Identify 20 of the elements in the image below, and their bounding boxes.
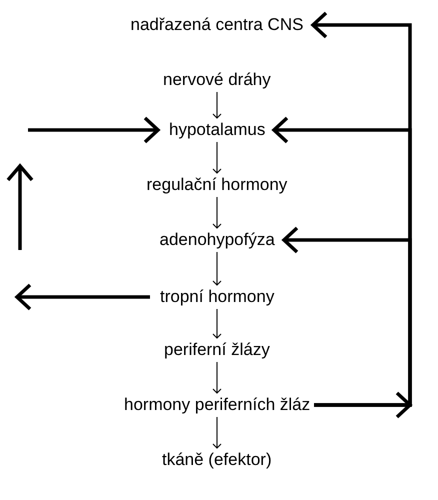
flow-step-text: hormony periferních žláz xyxy=(124,395,310,415)
arrow xyxy=(282,226,412,407)
small-arrow xyxy=(212,308,222,338)
arrow xyxy=(28,116,160,144)
flow-step-text: hypotalamus xyxy=(169,120,266,140)
small-arrow xyxy=(212,416,222,448)
flow-step-text: nervové dráhy xyxy=(163,70,271,90)
flow-step-text: adenohypofýza xyxy=(160,230,275,250)
flow-step-text: regulační hormony xyxy=(146,175,288,195)
arrow xyxy=(15,283,150,311)
flow-step-text: periferní žlázy xyxy=(164,340,270,360)
flow-step-text: nadřazená centra CNS xyxy=(130,15,304,35)
arrow xyxy=(311,11,413,419)
small-arrow xyxy=(212,92,222,118)
small-arrow xyxy=(212,362,222,394)
small-arrow xyxy=(212,252,222,286)
flow-step-text: tkáně (efektor) xyxy=(162,450,272,470)
small-arrow xyxy=(212,142,222,174)
small-arrow xyxy=(212,196,222,228)
flow-step-text: tropní hormony xyxy=(160,287,274,307)
